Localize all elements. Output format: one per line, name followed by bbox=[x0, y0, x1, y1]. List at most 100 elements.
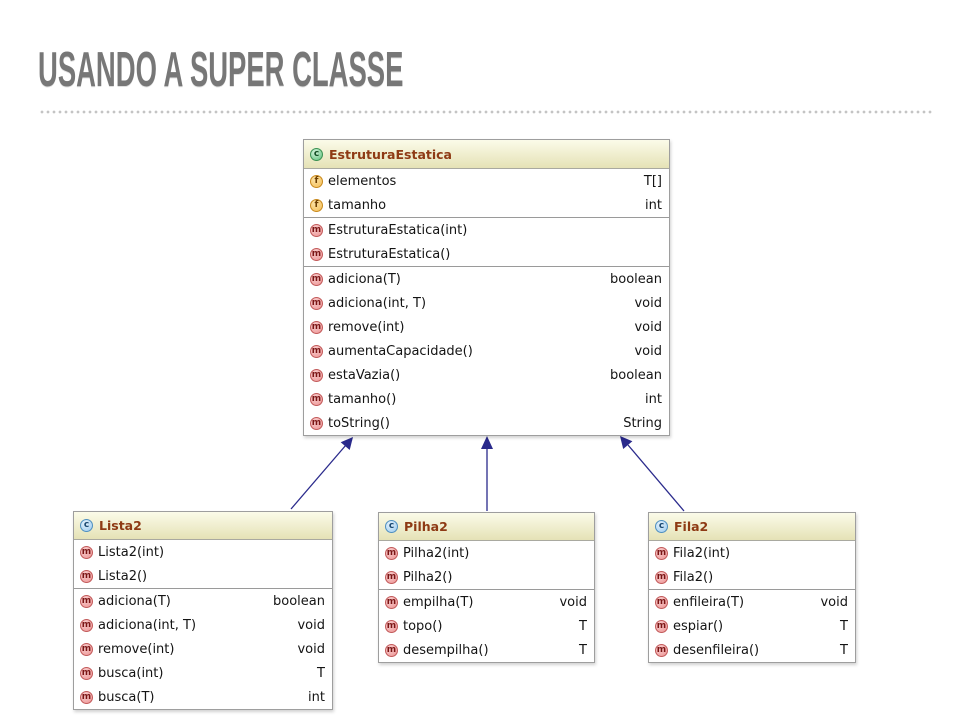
class-header: c Fila2 bbox=[649, 513, 855, 541]
method-icon: m bbox=[310, 368, 323, 382]
dotted-separator bbox=[40, 110, 932, 114]
member-type: boolean bbox=[273, 593, 325, 609]
member-type: void bbox=[559, 594, 587, 610]
class-icon: c bbox=[80, 519, 93, 532]
member-type: int bbox=[308, 689, 325, 705]
member-name: adiciona(int, T) bbox=[98, 617, 197, 633]
method-row: m empilha(T) void bbox=[379, 590, 594, 614]
member-name: Fila2(int) bbox=[673, 545, 731, 561]
method-icon: m bbox=[310, 416, 323, 430]
class-name: Pilha2 bbox=[404, 519, 448, 534]
member-name: empilha(T) bbox=[403, 594, 474, 610]
member-name: Fila2() bbox=[673, 569, 714, 585]
member-type: void bbox=[634, 343, 662, 359]
member-name: remove(int) bbox=[328, 319, 405, 335]
member-type: String bbox=[623, 415, 662, 431]
member-type: T bbox=[840, 642, 848, 658]
class-name: Lista2 bbox=[99, 518, 142, 533]
member-type: void bbox=[634, 319, 662, 335]
member-type: int bbox=[645, 391, 662, 407]
methods-section: m adiciona(T) boolean m adiciona(int, T) void… bbox=[74, 588, 332, 709]
method-icon: m bbox=[310, 296, 323, 310]
member-name: elementos bbox=[328, 173, 397, 189]
arrow-fila2-to-estrutura-estatica bbox=[620, 436, 685, 512]
field-icon: f bbox=[310, 198, 323, 212]
member-name: Lista2(int) bbox=[98, 544, 165, 560]
method-icon: m bbox=[80, 545, 93, 559]
method-icon: m bbox=[80, 690, 93, 704]
member-type: void bbox=[297, 617, 325, 633]
method-row: m tamanho() int bbox=[304, 387, 669, 411]
member-name: EstruturaEstatica(int) bbox=[328, 222, 468, 238]
member-name: busca(int) bbox=[98, 665, 164, 681]
method-icon: m bbox=[655, 619, 668, 633]
member-type: T bbox=[579, 618, 587, 634]
member-name: busca(T) bbox=[98, 689, 155, 705]
member-name: remove(int) bbox=[98, 641, 175, 657]
arrow-lista2-to-estrutura-estatica bbox=[290, 437, 353, 510]
method-icon: m bbox=[80, 618, 93, 632]
member-name: adiciona(int, T) bbox=[328, 295, 427, 311]
method-icon: m bbox=[655, 595, 668, 609]
method-icon: m bbox=[655, 643, 668, 657]
member-name: Lista2() bbox=[98, 568, 148, 584]
member-name: Pilha2(int) bbox=[403, 545, 470, 561]
constructor-row: m Lista2(int) bbox=[74, 540, 332, 564]
method-row: m adiciona(int, T) void bbox=[74, 613, 332, 637]
member-name: adiciona(T) bbox=[328, 271, 401, 287]
arrow-head bbox=[340, 437, 353, 450]
method-icon: m bbox=[310, 223, 323, 237]
method-row: m remove(int) void bbox=[74, 637, 332, 661]
method-icon: m bbox=[655, 570, 668, 584]
method-icon: m bbox=[385, 595, 398, 609]
method-icon: m bbox=[385, 643, 398, 657]
arrow-line bbox=[290, 444, 347, 510]
member-name: tamanho() bbox=[328, 391, 397, 407]
method-icon: m bbox=[310, 272, 323, 286]
member-type: void bbox=[297, 641, 325, 657]
member-name: desempilha() bbox=[403, 642, 489, 658]
method-icon: m bbox=[310, 392, 323, 406]
member-name: adiciona(T) bbox=[98, 593, 171, 609]
method-row: m estaVazia() boolean bbox=[304, 363, 669, 387]
member-name: estaVazia() bbox=[328, 367, 401, 383]
method-row: m busca(T) int bbox=[74, 685, 332, 709]
constructor-row: m EstruturaEstatica() bbox=[304, 242, 669, 266]
member-type: T bbox=[840, 618, 848, 634]
arrow-head bbox=[481, 436, 493, 449]
class-icon: c bbox=[655, 520, 668, 533]
member-name: Pilha2() bbox=[403, 569, 453, 585]
member-type: T bbox=[317, 665, 325, 681]
member-name: desenfileira() bbox=[673, 642, 760, 658]
method-icon: m bbox=[80, 642, 93, 656]
class-name: Fila2 bbox=[674, 519, 709, 534]
arrow-line bbox=[627, 444, 685, 512]
class-header: c Pilha2 bbox=[379, 513, 594, 541]
class-name: EstruturaEstatica bbox=[329, 146, 452, 162]
method-icon: m bbox=[310, 247, 323, 261]
member-name: EstruturaEstatica() bbox=[328, 246, 451, 262]
member-type: boolean bbox=[610, 367, 662, 383]
arrow-head bbox=[620, 436, 633, 449]
member-name: toString() bbox=[328, 415, 390, 431]
